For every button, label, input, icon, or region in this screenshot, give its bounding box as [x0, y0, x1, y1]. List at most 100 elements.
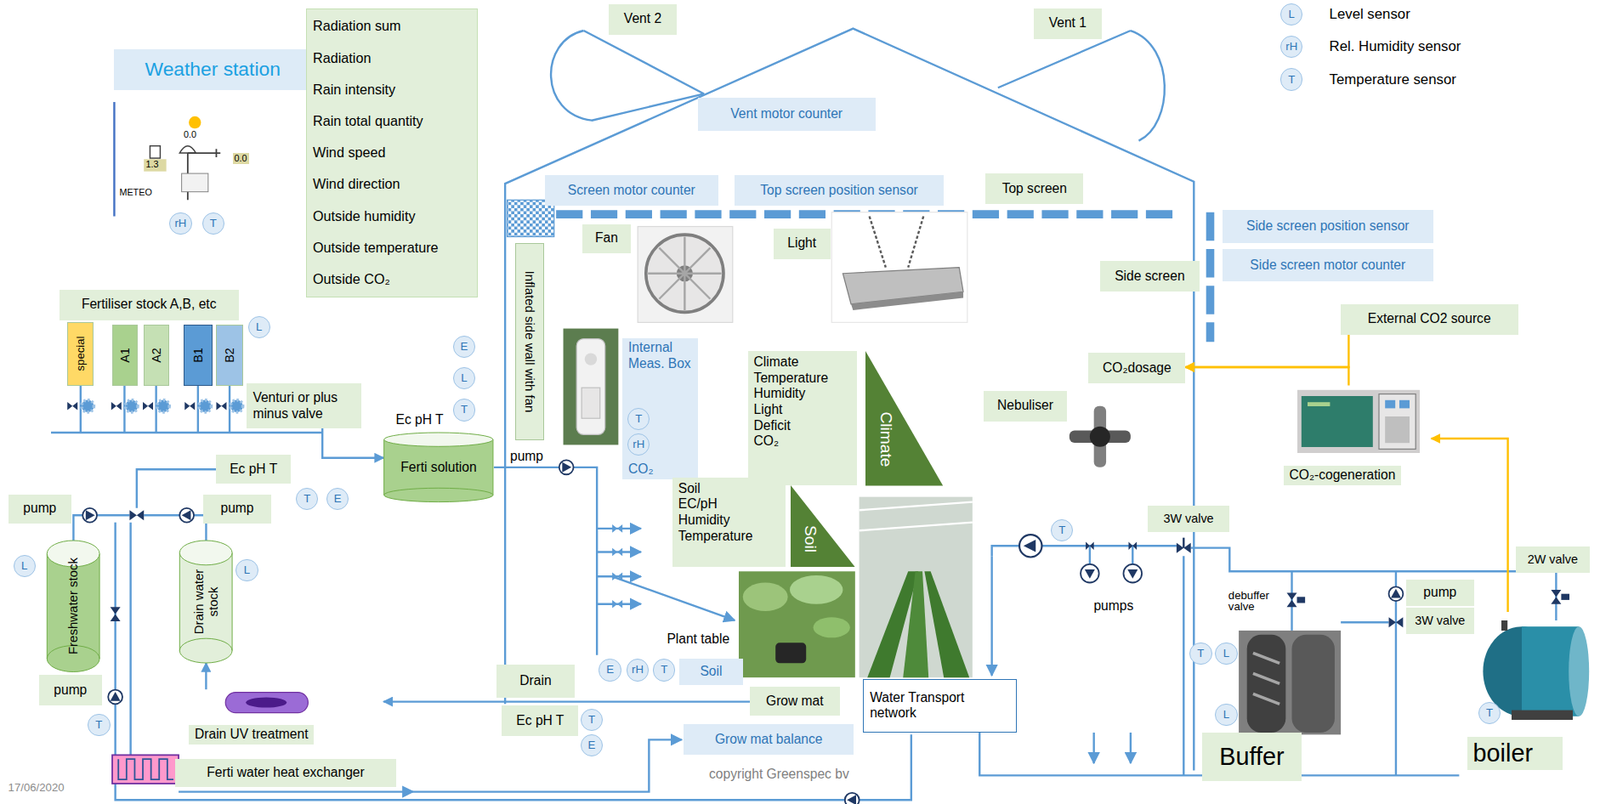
- node-text: Ec pH T: [229, 461, 278, 478]
- label-box: Grow mat balance: [683, 724, 854, 755]
- label-box: ClimateTemperatureHumidityLightDeficitCO…: [748, 351, 857, 486]
- node-text: Temperature: [678, 528, 754, 545]
- sensor-symbol: T: [1478, 702, 1501, 725]
- label-box: Fan: [582, 224, 630, 254]
- node-text: Wind speed: [312, 144, 386, 161]
- label-box: 3W valve: [1406, 607, 1475, 635]
- label-box: SoilEC/pHHumidityTemperature: [672, 477, 786, 568]
- node-text: boiler: [1467, 737, 1564, 771]
- node-text: CO₂-cogeneration: [1283, 465, 1402, 486]
- tank-body: [179, 552, 233, 651]
- tank-top: [384, 432, 494, 447]
- node-text: pump: [220, 500, 254, 517]
- storage-tank: Freshwater stock: [46, 540, 100, 673]
- node-text: Venturi or plus minus valve: [252, 390, 355, 422]
- legend-text: Temperature sensor: [1329, 71, 1457, 89]
- equipment-picture: [1297, 385, 1420, 454]
- node-text: Drain: [519, 673, 551, 690]
- node-text: Deficit: [754, 418, 791, 435]
- meter-reading: 1.3: [146, 158, 159, 171]
- storage-tank: Drain water stock: [179, 540, 233, 664]
- category-triangle: Soil: [790, 485, 856, 568]
- node-text: Ec pH T: [516, 713, 564, 730]
- sensor-symbol: rH: [169, 212, 192, 235]
- tank-sides: [179, 552, 233, 651]
- label-box: Drain: [496, 664, 574, 698]
- sensor-symbol: L: [1280, 3, 1303, 26]
- label-box: Side screen: [1100, 260, 1201, 292]
- node-text: Temperature: [754, 370, 829, 387]
- category-triangle: Climate: [865, 351, 943, 486]
- node-text: Climate: [876, 412, 896, 468]
- node-text: A2: [149, 347, 165, 364]
- label-box: External CO2 source: [1340, 304, 1519, 335]
- node-text: pump: [1423, 584, 1457, 602]
- sensor-symbol: L: [453, 367, 476, 390]
- label-box: Vent motor counter: [697, 97, 876, 131]
- triangle-shape: [865, 351, 943, 486]
- node-text: pump: [22, 500, 57, 517]
- equipment-box: boiler: [1467, 612, 1595, 771]
- label-box: pump: [8, 494, 72, 524]
- node-text: Light: [787, 235, 817, 252]
- sensor-symbol: E: [598, 658, 621, 681]
- node-text: Radiation: [312, 50, 371, 67]
- meter-reading: 0.0: [232, 153, 250, 165]
- label-box: Grow mat: [749, 686, 840, 717]
- tank-sides: [384, 439, 494, 495]
- node-text: Climate: [754, 354, 800, 371]
- node-text: 2W valve: [1527, 552, 1578, 568]
- sensor-symbol: T: [652, 658, 676, 681]
- sensor-symbol: T: [1050, 519, 1073, 542]
- equipment-box: CO₂-cogeneration: [1283, 385, 1432, 487]
- node-text: Top screen: [1002, 181, 1067, 198]
- meter-reading: 0.0: [183, 129, 197, 141]
- pipe-connector: [383, 700, 750, 703]
- annotation: debuffer valve: [1228, 590, 1286, 614]
- tank-body: [384, 439, 494, 495]
- node-text: Outside temperature: [312, 239, 439, 256]
- annotation: Ec pH T: [396, 412, 444, 429]
- label-box: Water Transport network: [862, 679, 1017, 732]
- node-text: Buffer: [1219, 742, 1284, 772]
- meter-reading: METEO: [119, 187, 152, 199]
- label-box: Screen motor counter: [544, 175, 719, 206]
- node-text: Inflated side wall with fan: [521, 271, 537, 414]
- node-text: Side screen position sensor: [1246, 218, 1410, 235]
- node-text: Fertiliser stock A,B, etc: [81, 296, 217, 313]
- tank-body: [46, 553, 100, 659]
- sensor-symbol: L: [1214, 703, 1237, 727]
- node-text: External CO2 source: [1367, 311, 1492, 328]
- node-text: Radiation sum: [312, 17, 401, 35]
- node-text: Internal Meas. Box: [628, 340, 693, 372]
- label-box: pump: [1406, 579, 1475, 607]
- node-text: Drain water stock: [191, 556, 222, 647]
- legend-text: Level sensor: [1329, 5, 1411, 23]
- pipe-connector: [204, 663, 207, 690]
- sensor-symbol: E: [453, 335, 476, 358]
- label-box: Light: [773, 228, 831, 260]
- vertical-label-box: Inflated side wall with fan: [515, 243, 545, 442]
- node-text: Water Transport network: [869, 690, 1010, 722]
- sensor-symbol: E: [580, 734, 603, 757]
- sensor-symbol: E: [326, 487, 349, 511]
- label-box: Nebuliser: [983, 391, 1067, 422]
- sensor-symbol: rH: [1280, 35, 1303, 58]
- node-text: pump: [53, 682, 87, 699]
- node-text: Vent 2: [624, 11, 662, 28]
- sensor-symbol: T: [1280, 68, 1303, 91]
- tank-top: [179, 540, 233, 566]
- node-text: B2: [222, 347, 238, 364]
- node-text: Freshwater stock: [66, 557, 81, 655]
- tank-bottom: [179, 638, 233, 664]
- label-box: pump: [203, 494, 272, 524]
- node-text: Ferti solution: [400, 459, 477, 476]
- label-box: 3W valve: [1147, 505, 1230, 533]
- label-box: Buffer: [1202, 732, 1303, 783]
- node-text: Top screen position sensor: [760, 182, 919, 199]
- annotation: pump: [510, 448, 544, 466]
- node-text: Soil: [800, 525, 820, 553]
- label-box: Radiation sumRadiationRain intensityRain…: [306, 8, 478, 299]
- sensor-symbol: T: [1189, 642, 1212, 665]
- label-box: Ec pH T: [501, 705, 579, 737]
